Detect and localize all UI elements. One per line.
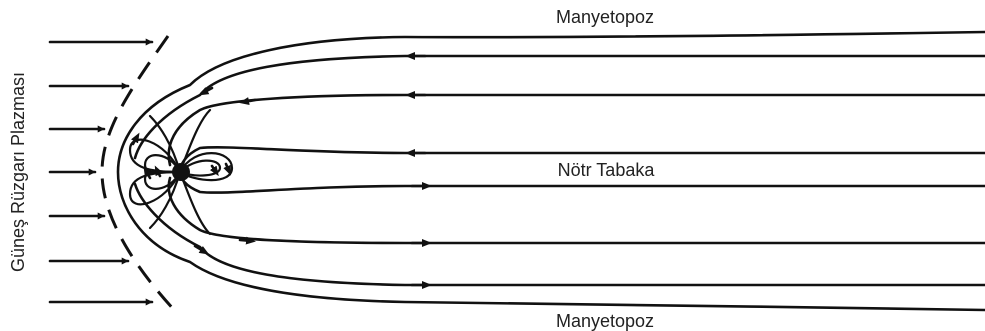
field-line [133, 54, 985, 160]
magnetopause-boundary [116, 30, 985, 312]
earth-dot [172, 163, 190, 181]
neutral-sheet-label: Nötr Tabaka [558, 160, 656, 180]
field-line [133, 182, 985, 287]
dipole-loop [178, 159, 222, 177]
field-line [178, 170, 985, 194]
dipole-line [178, 170, 212, 236]
field-arrow [238, 236, 256, 245]
bow-shock-line [100, 35, 178, 314]
magnetopause-top-label: Manyetopoz [556, 7, 654, 27]
dipole-arrow [154, 165, 163, 178]
dipole-arrow [143, 166, 152, 180]
magnetopause-bottom-label: Manyetopoz [556, 311, 654, 331]
dipole-arrow [223, 162, 231, 176]
dipole-arrow [131, 132, 140, 146]
solar-wind-arrows [48, 38, 154, 306]
field-arrow [239, 97, 257, 106]
field-arrow [193, 244, 210, 255]
field-line [167, 93, 985, 167]
solar-wind-label: Güneş Rüzgarı Plazması [8, 72, 28, 272]
dipole-arrow [209, 164, 219, 177]
dipole-loop [143, 170, 182, 190]
field-arrow [198, 86, 214, 96]
dipole-loop [178, 152, 234, 182]
field-line [167, 176, 985, 245]
